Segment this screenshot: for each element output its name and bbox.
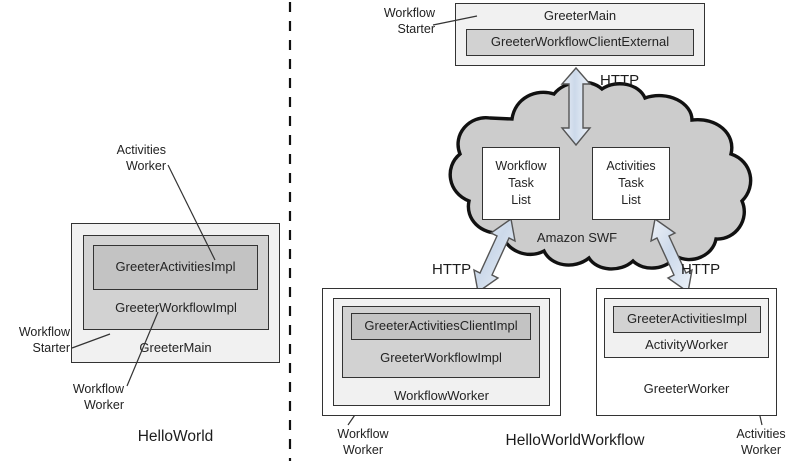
right-box-greeterworkflowclientexternal-label: GreeterWorkflowClientExternal — [490, 34, 670, 50]
cloud-box-workflow-task-list: Workflow Task List — [482, 147, 560, 220]
right-box-greeteractivitiesclientimpl: GreeterActivitiesClientImpl — [351, 313, 531, 340]
cloud-box-activities-task-list: Activities Task List — [592, 147, 670, 220]
left-box-greetermain-label: GreeterMain — [139, 340, 212, 355]
http-arrow-left — [473, 217, 516, 294]
right-box-greeteractivitiesimpl: GreeterActivitiesImpl — [613, 306, 761, 333]
http-label-left: HTTP — [432, 261, 472, 278]
left-caption: HelloWorld — [137, 428, 214, 445]
http-label-right: HTTP — [681, 261, 721, 278]
cloud-box-activities-task-list-label: Activities Task List — [606, 159, 656, 207]
right-caption: HelloWorldWorkflow — [505, 432, 645, 449]
right-box-activityworker-label: ActivityWorker — [645, 337, 728, 352]
right-annotation-workflow-starter: Workflow Starter — [383, 6, 435, 36]
left-annotation-activities-worker: Activities Worker — [116, 143, 166, 173]
right-box-greeterworker-label: GreeterWorker — [643, 381, 730, 396]
right-box-workflowworker-label: WorkflowWorker — [394, 388, 489, 403]
left-annotation-workflow-starter: Workflow Starter — [18, 325, 70, 355]
http-arrow-top — [560, 66, 592, 147]
right-annotation-activities-worker: Activities Worker — [736, 427, 786, 457]
left-box-greeterworkflowimpl-label: GreeterWorkflowImpl — [115, 300, 237, 315]
http-label-top: HTTP — [600, 72, 640, 89]
right-box-greeteractivitiesimpl-label: GreeterActivitiesImpl — [627, 311, 747, 327]
right-box-greeterworkflowclientexternal: GreeterWorkflowClientExternal — [466, 29, 694, 56]
cloud-label-amazon-swf: Amazon SWF — [536, 230, 618, 245]
cloud-box-workflow-task-list-label: Workflow Task List — [495, 159, 547, 207]
right-box-greeterworkflowimpl-label: GreeterWorkflowImpl — [380, 350, 502, 365]
http-arrow-right — [650, 217, 693, 294]
right-box-greeteractivitiesclientimpl-label: GreeterActivitiesClientImpl — [364, 318, 518, 334]
right-box-greetermain-label: GreeterMain — [543, 8, 617, 23]
right-annotation-workflow-worker: Workflow Worker — [337, 427, 389, 457]
left-annotation-workflow-worker: Workflow Worker — [72, 382, 124, 412]
left-box-greeteractivitiesimpl-label: GreeterActivitiesImpl — [115, 259, 236, 275]
left-box-greeteractivitiesimpl: GreeterActivitiesImpl — [93, 245, 258, 290]
